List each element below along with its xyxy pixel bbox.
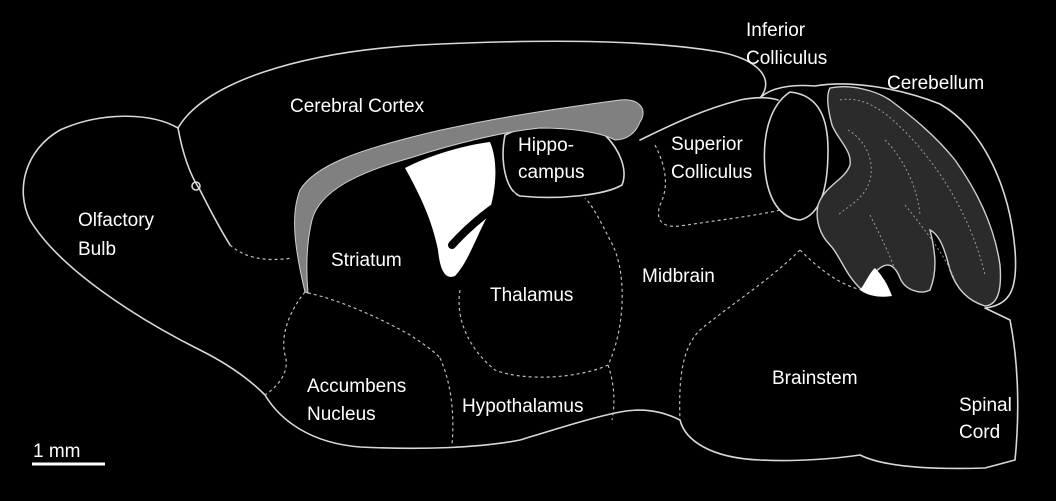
accumbens-hypothalamus-dashed — [439, 357, 454, 446]
lateral-ventricle-shape — [405, 142, 496, 277]
label-olfactory-bulb-line2: Bulb — [78, 239, 116, 260]
label-spinal-cord-line2: Cord — [959, 422, 1000, 443]
midbrain-brainstem-dashed — [679, 249, 801, 421]
label-cerebral-cortex: Cerebral Cortex — [290, 96, 425, 117]
label-accumbens-line1: Accumbens — [307, 376, 406, 397]
midbrain-colliculus-dashed — [654, 144, 781, 227]
label-striatum: Striatum — [331, 250, 402, 271]
label-brainstem: Brainstem — [772, 368, 858, 389]
label-midbrain: Midbrain — [642, 266, 715, 287]
label-hippocampus-line2: campus — [518, 162, 585, 183]
label-olfactory-bulb-line1: Olfactory — [78, 210, 155, 231]
hypothalamus-right-dashed — [607, 364, 615, 421]
label-spinal-cord-line1: Spinal — [959, 395, 1012, 416]
corpus-callosum-shape — [294, 99, 644, 294]
superior-colliculus-boundary — [639, 96, 779, 141]
inferior-colliculus-outline — [763, 91, 829, 221]
olfactory-ventricle-dot — [191, 181, 201, 191]
label-hippocampus-line1: Hippo- — [518, 135, 574, 156]
brain-outline — [22, 40, 1019, 470]
cerebellum-folia-shape — [816, 86, 1002, 307]
fourth-ventricle-shape — [860, 268, 892, 297]
label-inferior-colliculus-line2: Colliculus — [746, 48, 827, 69]
striatum-lower-dashed — [307, 292, 441, 359]
scale-bar-label: 1 mm — [33, 441, 81, 462]
label-cerebellum: Cerebellum — [887, 73, 984, 94]
brainstem-cerebellum-dashed — [799, 249, 863, 291]
label-accumbens-line2: Nucleus — [307, 404, 376, 425]
label-inferior-colliculus-line1: Inferior — [746, 20, 806, 41]
label-superior-colliculus-line2: Colliculus — [671, 162, 752, 183]
label-thalamus: Thalamus — [490, 285, 573, 306]
striatum-accumbens-dashed — [264, 291, 306, 396]
cerebellum-inner-folia — [837, 98, 986, 281]
label-hypothalamus: Hypothalamus — [462, 396, 583, 417]
label-superior-colliculus-line1: Superior — [671, 134, 743, 155]
olfactory-bulb-boundary — [177, 127, 231, 246]
fornix-dark-stroke — [448, 192, 516, 249]
